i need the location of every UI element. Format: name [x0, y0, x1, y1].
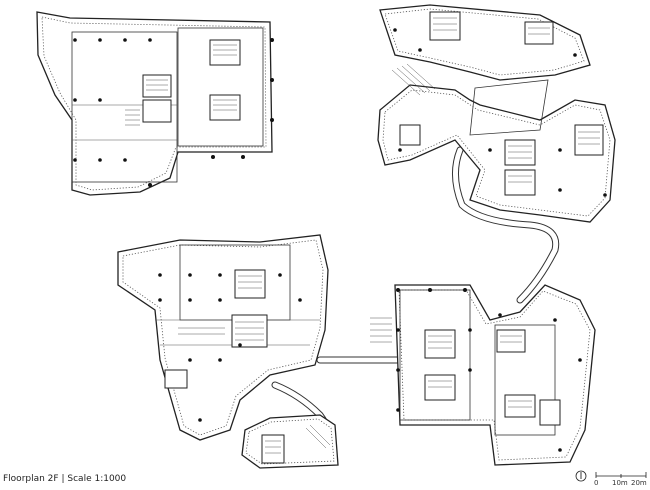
building-d [241, 414, 339, 469]
scale-label-0: 0 [594, 479, 599, 487]
caption-title: Floorplan 2F [3, 474, 59, 484]
caption-separator: | [61, 474, 65, 484]
north-arrow-icon [575, 470, 587, 482]
building-c [117, 234, 329, 441]
scale-label-10m: 10m [612, 479, 628, 487]
scale-label-20m: 20m [631, 479, 647, 487]
floorplan-caption: Floorplan 2F | Scale 1:1000 [3, 474, 126, 484]
building-e [370, 284, 596, 466]
building-b [377, 4, 616, 223]
caption-scale: Scale 1:1000 [67, 474, 127, 484]
scale-bar [595, 472, 647, 478]
building-a [36, 11, 274, 196]
